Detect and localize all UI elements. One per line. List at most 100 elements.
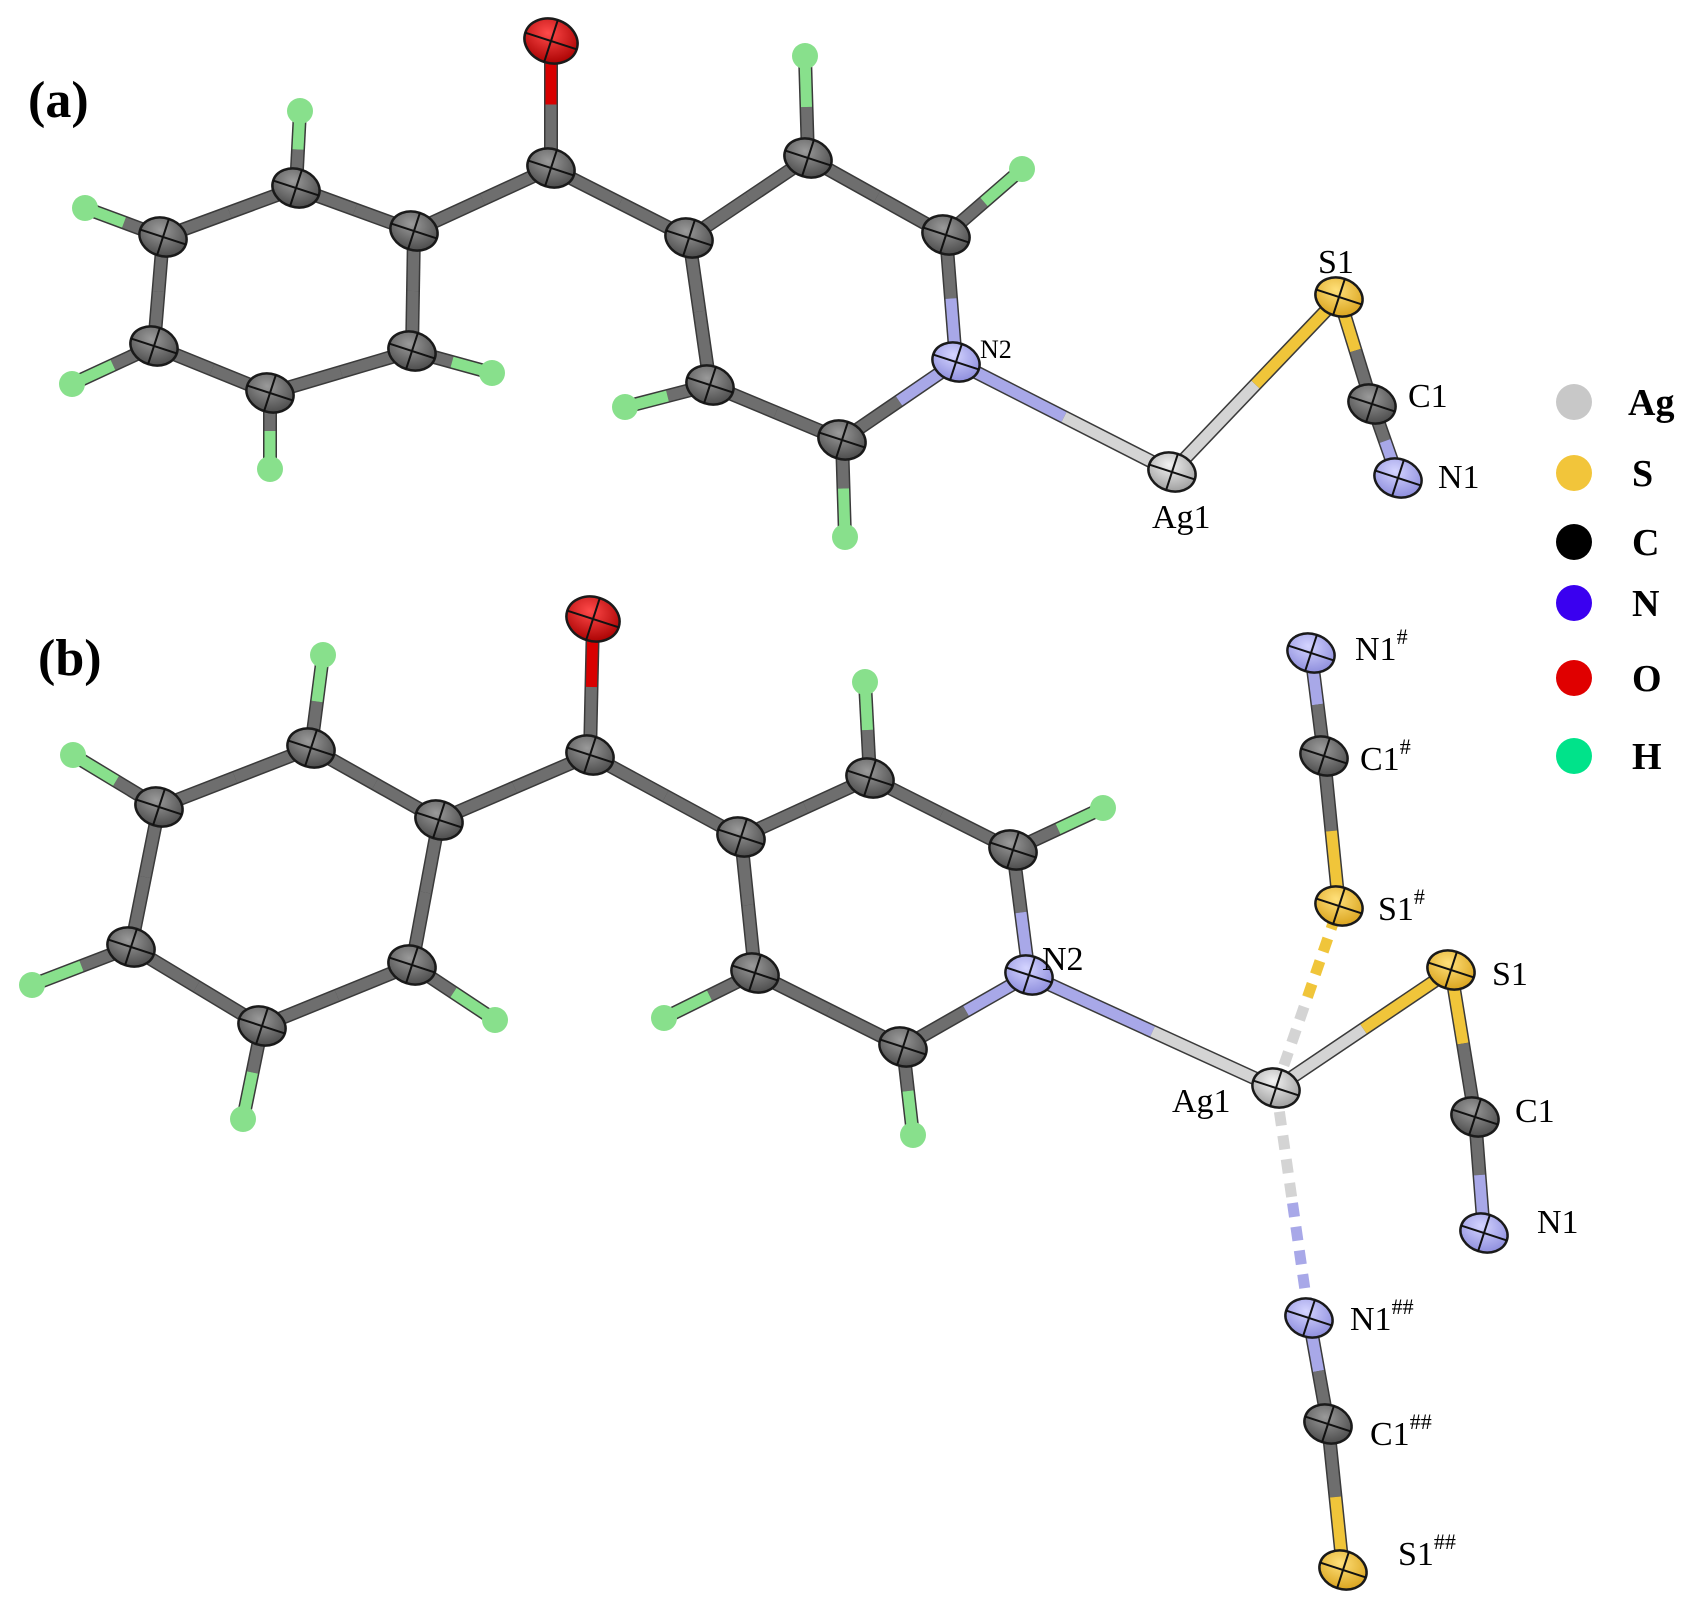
principal-axis — [152, 788, 166, 826]
principal-axis — [1269, 1069, 1283, 1107]
atom-c — [716, 816, 766, 858]
principal-axis — [1006, 831, 1020, 869]
atom-h — [651, 1005, 677, 1031]
atom-h — [482, 1007, 508, 1033]
principal-axis — [1336, 1551, 1350, 1589]
principal-axis — [156, 218, 170, 256]
principal-axis — [544, 149, 558, 187]
atom-c — [1303, 1403, 1353, 1445]
legend-label-n: N — [1632, 583, 1659, 625]
atom-n — [1284, 1297, 1334, 1339]
principal-axis — [432, 801, 446, 839]
atom-c — [106, 926, 156, 968]
hydrogen-sphere — [310, 642, 336, 668]
atom-h — [1009, 156, 1035, 182]
atom-c — [845, 757, 895, 799]
atom-c — [685, 364, 735, 406]
atom-n — [1004, 954, 1054, 996]
principal-axis — [1302, 1299, 1316, 1337]
principal-axis — [863, 759, 877, 797]
hydrogen-sphere — [482, 1007, 508, 1033]
atom-c — [783, 137, 833, 179]
hydrogen-sphere — [257, 456, 283, 482]
hydrogen-sphere — [612, 394, 638, 420]
atom-h — [852, 669, 878, 695]
label-b-s1-hash: S1# — [1378, 884, 1425, 928]
atom-c — [817, 419, 867, 461]
atom-c — [134, 786, 184, 828]
atom-c — [286, 727, 336, 769]
atom-h — [59, 371, 85, 397]
panel-label-a: (a) — [28, 72, 89, 129]
atom-c — [878, 1026, 928, 1068]
hydrogen-sphere — [60, 742, 86, 768]
principal-axis — [255, 1007, 269, 1045]
principal-axis — [1468, 1098, 1482, 1136]
principal-axis — [703, 366, 717, 404]
label-b-n1-hash: N1# — [1355, 624, 1408, 668]
atom-h — [900, 1122, 926, 1148]
label-a-c1: C1 — [1408, 378, 1448, 415]
atom-h — [287, 98, 313, 124]
hydrogen-sphere — [852, 669, 878, 695]
principal-axis — [1321, 1405, 1335, 1443]
label-b-c1-hash: C1# — [1360, 734, 1411, 778]
atom-n — [1286, 632, 1336, 674]
principal-axis — [801, 139, 815, 177]
hydrogen-sphere — [900, 1122, 926, 1148]
atom-c — [921, 214, 971, 256]
legend-label-o: O — [1632, 658, 1662, 700]
hydrogen-sphere — [832, 524, 858, 550]
hydrogen-sphere — [1009, 156, 1035, 182]
atom-c — [271, 167, 321, 209]
principal-axis — [1365, 385, 1379, 423]
hydrogen-sphere — [792, 43, 818, 69]
legend-label-h: H — [1632, 736, 1662, 778]
legend-swatch-h — [1556, 738, 1592, 774]
atom-c — [1347, 383, 1397, 425]
label-b-s1: S1 — [1492, 956, 1528, 993]
principal-axis — [1332, 887, 1346, 925]
principal-axis — [405, 946, 419, 984]
hydrogen-sphere — [1090, 795, 1116, 821]
hydrogen-sphere — [59, 371, 85, 397]
panel-label-b: (b) — [38, 630, 102, 687]
hydrogen-sphere — [479, 360, 505, 386]
label-b-n1: N1 — [1537, 1204, 1579, 1241]
label-a-n2: N2 — [980, 335, 1012, 364]
legend-label-s: S — [1632, 453, 1653, 495]
legend-swatch-c — [1556, 524, 1592, 560]
principal-axis — [543, 19, 559, 63]
label-b-c1: C1 — [1515, 1093, 1555, 1130]
principal-axis — [124, 928, 138, 966]
atom-c — [414, 799, 464, 841]
bond-half — [1270, 995, 1313, 1090]
atom-h — [792, 43, 818, 69]
element-legend: Ag S C N O H — [1556, 382, 1674, 778]
principal-axis — [1477, 1214, 1491, 1252]
label-b-n2: N2 — [1042, 941, 1084, 978]
legend-swatch-o — [1556, 660, 1592, 696]
principal-axis — [1332, 278, 1346, 316]
principal-axis — [835, 421, 849, 459]
legend-label-c: C — [1632, 522, 1659, 564]
principal-axis — [407, 212, 421, 250]
atom-s — [1314, 885, 1364, 927]
principal-axis — [748, 954, 762, 992]
label-b-s1-dhash: S1## — [1398, 1529, 1456, 1573]
atom-c — [526, 147, 576, 189]
principal-axis — [263, 374, 277, 412]
atom-c — [387, 944, 437, 986]
atom-h — [60, 742, 86, 768]
principal-axis — [405, 332, 419, 370]
atom-c — [1299, 735, 1349, 777]
principal-axis — [939, 216, 953, 254]
atom-c — [1450, 1096, 1500, 1138]
principal-axis — [949, 343, 963, 381]
legend-swatch-n — [1556, 585, 1592, 621]
atom-c — [129, 325, 179, 367]
label-a-ag1: Ag1 — [1152, 499, 1211, 536]
principal-axis — [1317, 737, 1331, 775]
principal-axis — [682, 219, 696, 257]
atom-s — [1426, 949, 1476, 991]
